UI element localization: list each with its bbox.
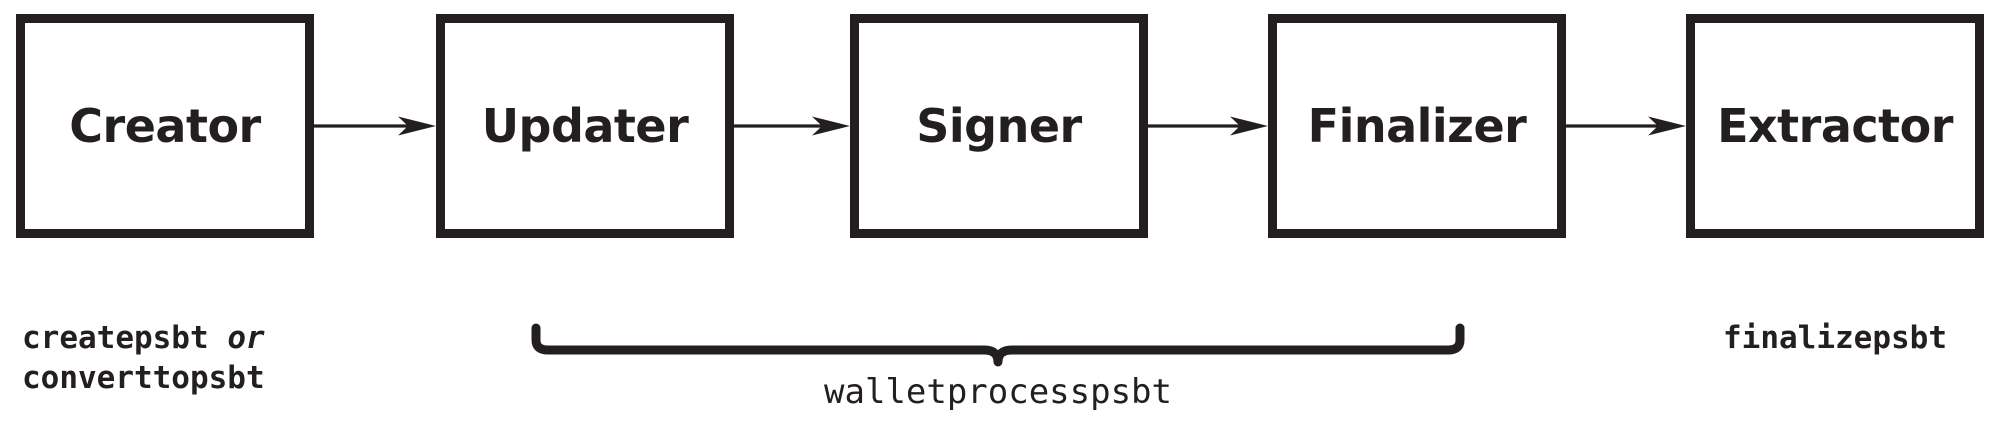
caption-extractor: finalizepsbt [1686, 319, 1984, 359]
caption-creator-conjunction: or [227, 320, 265, 356]
node-extractor-label: Extractor [1717, 99, 1953, 153]
caption-creator: createpsbt or converttopsbt [22, 319, 265, 398]
caption-creator-command-converttopsbt: converttopsbt [22, 359, 265, 396]
node-creator: Creator [16, 14, 314, 238]
node-updater-label: Updater [481, 99, 689, 153]
brace-updater-to-finalizer [528, 322, 1468, 370]
arrow-right-icon-updater-to-signer [734, 114, 850, 138]
node-updater: Updater [436, 14, 734, 238]
node-creator-label: Creator [69, 99, 261, 153]
caption-creator-line1: createpsbt or [22, 319, 265, 359]
node-finalizer: Finalizer [1268, 14, 1566, 238]
node-signer: Signer [850, 14, 1148, 238]
arrow-right-icon-finalizer-to-extractor [1566, 114, 1686, 138]
node-signer-label: Signer [916, 99, 1082, 153]
brace-label-walletprocesspsbt: walletprocesspsbt [824, 372, 1172, 412]
caption-creator-command-createpsbt: createpsbt [22, 320, 209, 356]
node-extractor: Extractor [1686, 14, 1984, 238]
arrow-right-icon-creator-to-updater [314, 114, 436, 138]
arrow-right-icon-signer-to-finalizer [1148, 114, 1268, 138]
caption-extractor-command-finalizepsbt: finalizepsbt [1723, 320, 1947, 356]
node-finalizer-label: Finalizer [1307, 99, 1527, 153]
